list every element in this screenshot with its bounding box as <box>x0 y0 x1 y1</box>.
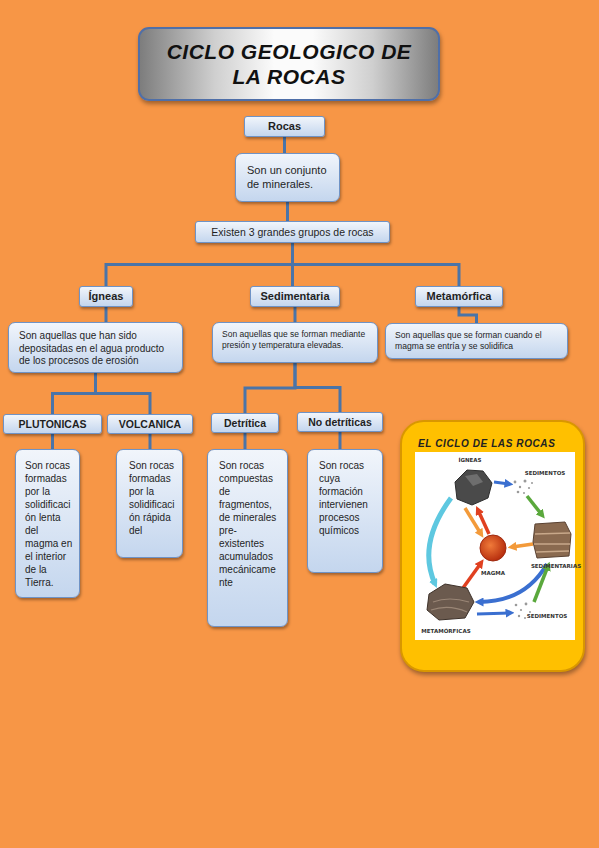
rock-foliation <box>431 599 469 612</box>
category-box: Rocas <box>244 116 325 137</box>
node-text: Son aquellas que han sido depositadas en… <box>19 330 174 368</box>
tree-connector <box>149 434 152 449</box>
igneous-rock <box>465 474 483 486</box>
node-text: Rocas <box>268 120 301 133</box>
category-box: Sedimentaria <box>250 286 340 307</box>
description-box: Son aquellas que han sido depositadas en… <box>8 322 183 373</box>
panel-heading: EL CICLO DE LAS ROCAS <box>418 437 583 450</box>
tree-connector <box>283 137 286 153</box>
sediment-dot <box>515 604 518 607</box>
sediment-dots <box>515 603 531 619</box>
description-box: Son aquellas que se forman mediante pres… <box>212 322 378 363</box>
sediment-dot <box>524 480 527 483</box>
sediment-dot <box>520 609 522 611</box>
cycle-arrow <box>479 564 547 602</box>
sediment-dot <box>529 611 531 613</box>
node-text: PLUTONICAS <box>18 418 86 431</box>
sediment-dot <box>524 617 526 619</box>
sediment-dot <box>528 487 530 489</box>
description-box: Son rocas formadas por la solidificación… <box>15 449 80 598</box>
description-box: Son aquellas que se forman cuando el mag… <box>385 323 568 359</box>
node-text: Son rocas formadas por la solidificación… <box>25 459 73 589</box>
tree-connector <box>244 433 247 449</box>
node-text: Son aquellas que se forman cuando el mag… <box>395 330 559 351</box>
title-banner: CICLO GEOLOGICO DE LA ROCAS <box>138 27 440 101</box>
category-box: VOLCANICA <box>107 414 193 434</box>
title-text: CICLO GEOLOGICO DE LA ROCAS <box>154 39 424 89</box>
tree-connector <box>293 243 460 286</box>
sediment-dot <box>518 615 520 617</box>
cycle-arrow <box>465 508 481 534</box>
tree-connector <box>295 363 340 412</box>
tree-connector <box>105 307 108 322</box>
node-text: Metamórfica <box>427 290 492 303</box>
sediment-dot <box>523 492 525 494</box>
cycle-arrow <box>494 482 509 484</box>
sedimentary-rock <box>533 522 571 558</box>
node-text: No detríticas <box>308 416 372 429</box>
tree-connector <box>53 373 96 414</box>
tree-connector <box>245 363 295 413</box>
sediment-dots <box>514 480 533 495</box>
category-box: Ígneas <box>79 286 133 307</box>
cycle-arrow <box>527 496 542 515</box>
category-box: Metamórfica <box>415 286 503 307</box>
magma-blob <box>480 535 506 561</box>
node-text: Son rocas cuya formación intervienen pro… <box>319 459 376 537</box>
node-text: Existen 3 grandes grupos de rocas <box>211 226 373 239</box>
tree-connector <box>96 373 151 414</box>
category-box: Detrítica <box>211 413 279 433</box>
tree-connector <box>459 307 477 323</box>
node-text: Sedimentaria <box>260 290 329 303</box>
tree-connector <box>51 434 54 449</box>
node-text: Ígneas <box>89 290 124 303</box>
node-text: VOLCANICA <box>119 418 181 431</box>
description-box: Son rocas compuestas de fragmentos, de m… <box>207 449 288 627</box>
tree-connector <box>339 432 342 449</box>
cycle-arrow <box>429 498 451 584</box>
cycle-arrow <box>534 566 548 602</box>
description-box: Son rocas cuya formación intervienen pro… <box>307 449 383 573</box>
rock-strata <box>534 533 570 552</box>
cycle-arrow <box>477 613 510 614</box>
summary-box: Existen 3 grandes grupos de rocas <box>195 221 390 243</box>
category-box: No detríticas <box>297 412 383 432</box>
rock-cycle-illustration <box>415 452 575 640</box>
sediment-dot <box>519 486 521 488</box>
cycle-arrow <box>463 563 481 588</box>
sediment-dot <box>514 481 517 484</box>
cycle-arrow <box>512 544 533 547</box>
description-box: Son rocas formadas por la solidificación… <box>116 449 183 558</box>
sediment-dot <box>531 482 533 484</box>
node-text: Detrítica <box>224 417 266 430</box>
node-text: Son rocas compuestas de fragmentos, de m… <box>219 459 281 589</box>
tree-connector <box>286 202 289 221</box>
node-text: Son rocas formadas por la solidificación… <box>129 459 176 537</box>
node-text: Son aquellas que se forman mediante pres… <box>222 329 369 350</box>
sediment-dot <box>525 603 528 606</box>
sediment-dot <box>517 491 520 494</box>
category-box: PLUTONICAS <box>3 414 102 434</box>
node-text: Son un conjunto de minerales. <box>247 163 331 191</box>
igneous-rock <box>455 470 492 505</box>
illustration-frame <box>415 452 575 640</box>
tree-connector <box>106 243 293 286</box>
metamorphic-rock <box>427 584 474 620</box>
description-box: Son un conjunto de minerales. <box>235 153 340 202</box>
tree-connector <box>294 307 297 322</box>
